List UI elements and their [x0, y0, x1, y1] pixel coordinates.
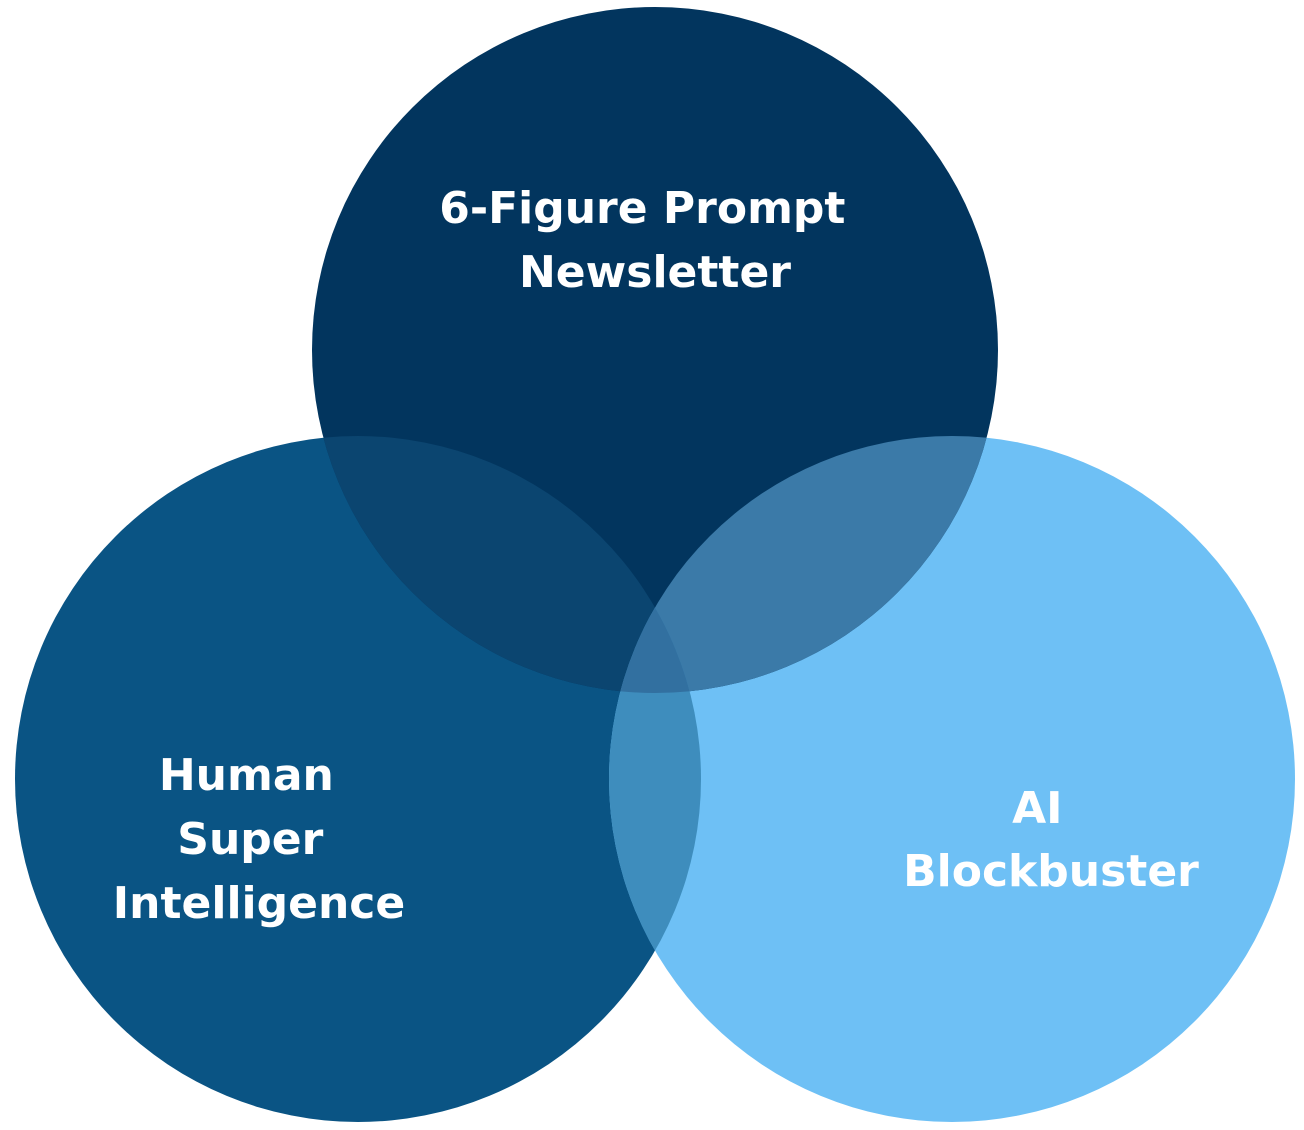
- label-human-super-intelligence: Human Super Intelligence: [113, 750, 405, 929]
- label-line: Blockbuster: [903, 846, 1199, 897]
- label-line: Human: [159, 750, 334, 801]
- label-line: Intelligence: [113, 878, 405, 929]
- label-ai-blockbuster: AI Blockbuster: [903, 783, 1199, 897]
- overlap-newsletter-ai: [609, 436, 998, 693]
- overlap-newsletter-human: [312, 436, 701, 693]
- label-6-figure-prompt-newsletter: 6-Figure Prompt Newsletter: [439, 183, 861, 298]
- label-line: Newsletter: [519, 247, 791, 298]
- label-line: AI: [1012, 783, 1062, 834]
- label-line: Super: [177, 814, 323, 865]
- label-line: 6-Figure Prompt: [439, 183, 845, 234]
